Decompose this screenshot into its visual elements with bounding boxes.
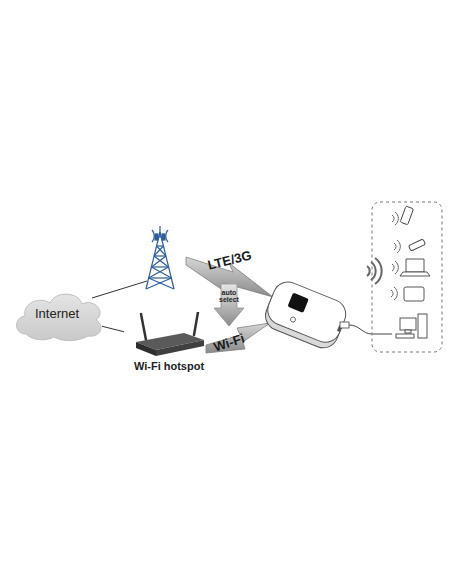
node-label: Wi-Fi hotspot bbox=[124, 361, 214, 373]
small-wifi bbox=[391, 212, 400, 300]
node-label: auto select bbox=[214, 289, 244, 304]
link-label: LTE/3G bbox=[206, 247, 253, 272]
usb-cable bbox=[340, 322, 392, 334]
connector-line bbox=[102, 326, 124, 332]
hotspot-node: Wi-Fi hotspot bbox=[124, 312, 214, 374]
mobile-router bbox=[261, 278, 350, 353]
router-symbol bbox=[136, 312, 204, 356]
link-label: Wi-Fi bbox=[212, 331, 247, 355]
arrow-shape bbox=[214, 284, 244, 326]
device-panel bbox=[372, 202, 442, 352]
cloud-node: Internet bbox=[12, 288, 102, 342]
cell-tower bbox=[146, 226, 174, 289]
wifi-waves bbox=[367, 258, 382, 284]
select-arrow: auto select bbox=[214, 284, 244, 326]
link-line bbox=[92, 281, 147, 298]
node-label: Internet bbox=[12, 307, 102, 321]
client-devices bbox=[396, 206, 430, 338]
